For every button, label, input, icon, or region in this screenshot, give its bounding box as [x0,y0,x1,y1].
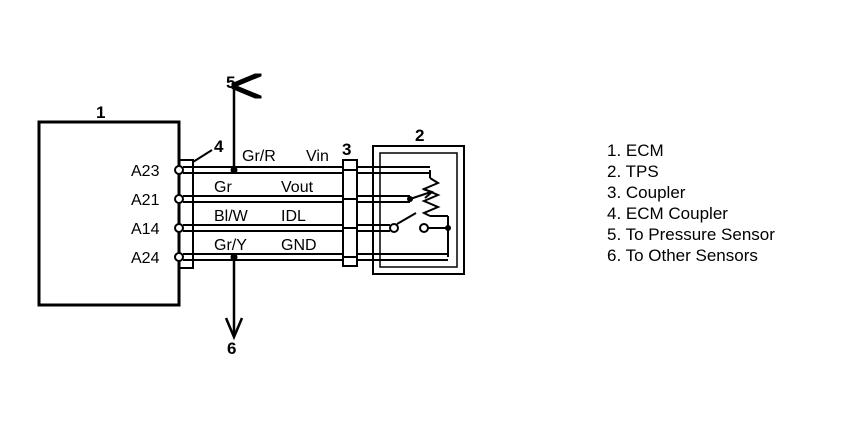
pin-a21: A21 [131,192,160,209]
legend: 1. ECM 2. TPS 3. Coupler 4. ECM Coupler … [607,140,775,266]
signal-vin: Vin [306,148,329,165]
signal-gnd: GND [281,237,317,254]
tps-box [372,145,465,275]
legend-item-tps: 2. TPS [607,162,659,181]
terminal-a24 [174,252,184,262]
ecm-box [37,120,181,307]
junction-gnd [230,253,238,261]
tps-internals [389,170,449,257]
legend-item-other-sensors: 6. To Other Sensors [607,246,758,265]
tps-callout: 2 [415,126,424,145]
wire-color-4: Gr/Y [214,237,247,254]
terminal-a14 [174,223,184,233]
junction-vin [230,166,238,174]
ecm-coupler-leader [192,149,213,163]
ecm-coupler [178,159,194,269]
pressure-sensor-callout: 5 [226,73,235,92]
pin-a14: A14 [131,221,160,238]
signal-vout: Vout [281,179,314,196]
pin-a23: A23 [131,163,160,180]
ecm-coupler-callout: 4 [214,137,224,156]
wire-color-2: Gr [214,179,232,196]
other-sensors-callout: 6 [227,339,236,358]
terminal-tps-gnd [445,225,451,231]
coupler-callout: 3 [342,140,351,159]
pin-a24: A24 [131,250,160,267]
ecm-callout: 1 [96,103,105,122]
arrow-down-icon [224,317,244,341]
legend-item-pressure-sensor: 5. To Pressure Sensor [607,225,775,244]
terminal-tps-vout [407,196,413,202]
signal-idl: IDL [281,208,306,225]
terminal-a23 [174,165,184,175]
legend-item-coupler: 3. Coupler [607,183,686,202]
wire-color-1: Gr/R [242,148,276,165]
wire-color-3: Bl/W [214,208,249,225]
coupler [342,159,358,267]
legend-item-ecm: 1. ECM [607,141,664,160]
legend-item-ecm-coupler: 4. ECM Coupler [607,204,728,223]
terminal-a21 [174,194,184,204]
